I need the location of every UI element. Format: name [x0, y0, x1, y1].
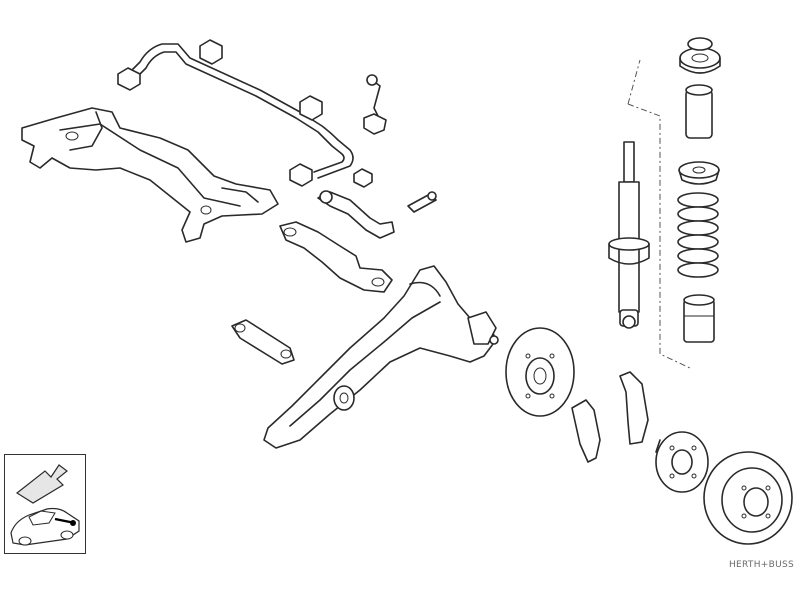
wheel-hub: [655, 431, 709, 493]
strut-axis-line-2: [627, 59, 641, 105]
ball-joint: [407, 191, 437, 213]
stabilizer-bar: [121, 43, 354, 179]
bump-stop: [683, 294, 715, 343]
locator-inset: [4, 454, 86, 554]
front-direction-arrow-icon: [15, 464, 68, 504]
shock-absorber: [608, 141, 650, 329]
upper-control-arm: [317, 190, 395, 239]
stabilizer-link: [363, 74, 387, 135]
brake-shoes: [571, 371, 649, 463]
brand-label: HERTH+BUSS: [729, 560, 794, 570]
brand-text: HERTH+BUSS: [728, 560, 794, 570]
coil-spring: [677, 192, 719, 278]
stabilizer-bushings: [117, 39, 373, 188]
strut-axis-line: [627, 103, 691, 369]
lateral-link: [231, 319, 295, 365]
trailing-arm-knuckle: [263, 265, 499, 449]
dust-boot: [685, 84, 713, 139]
rear-subframe: [21, 107, 279, 243]
brake-drum: [703, 451, 793, 545]
spring-seat: [678, 161, 720, 185]
car-rear-suspension-locator-icon: [10, 464, 80, 546]
brake-backing-plate: [505, 327, 575, 417]
strut-mount: [679, 37, 721, 74]
lower-control-arm: [279, 221, 393, 293]
